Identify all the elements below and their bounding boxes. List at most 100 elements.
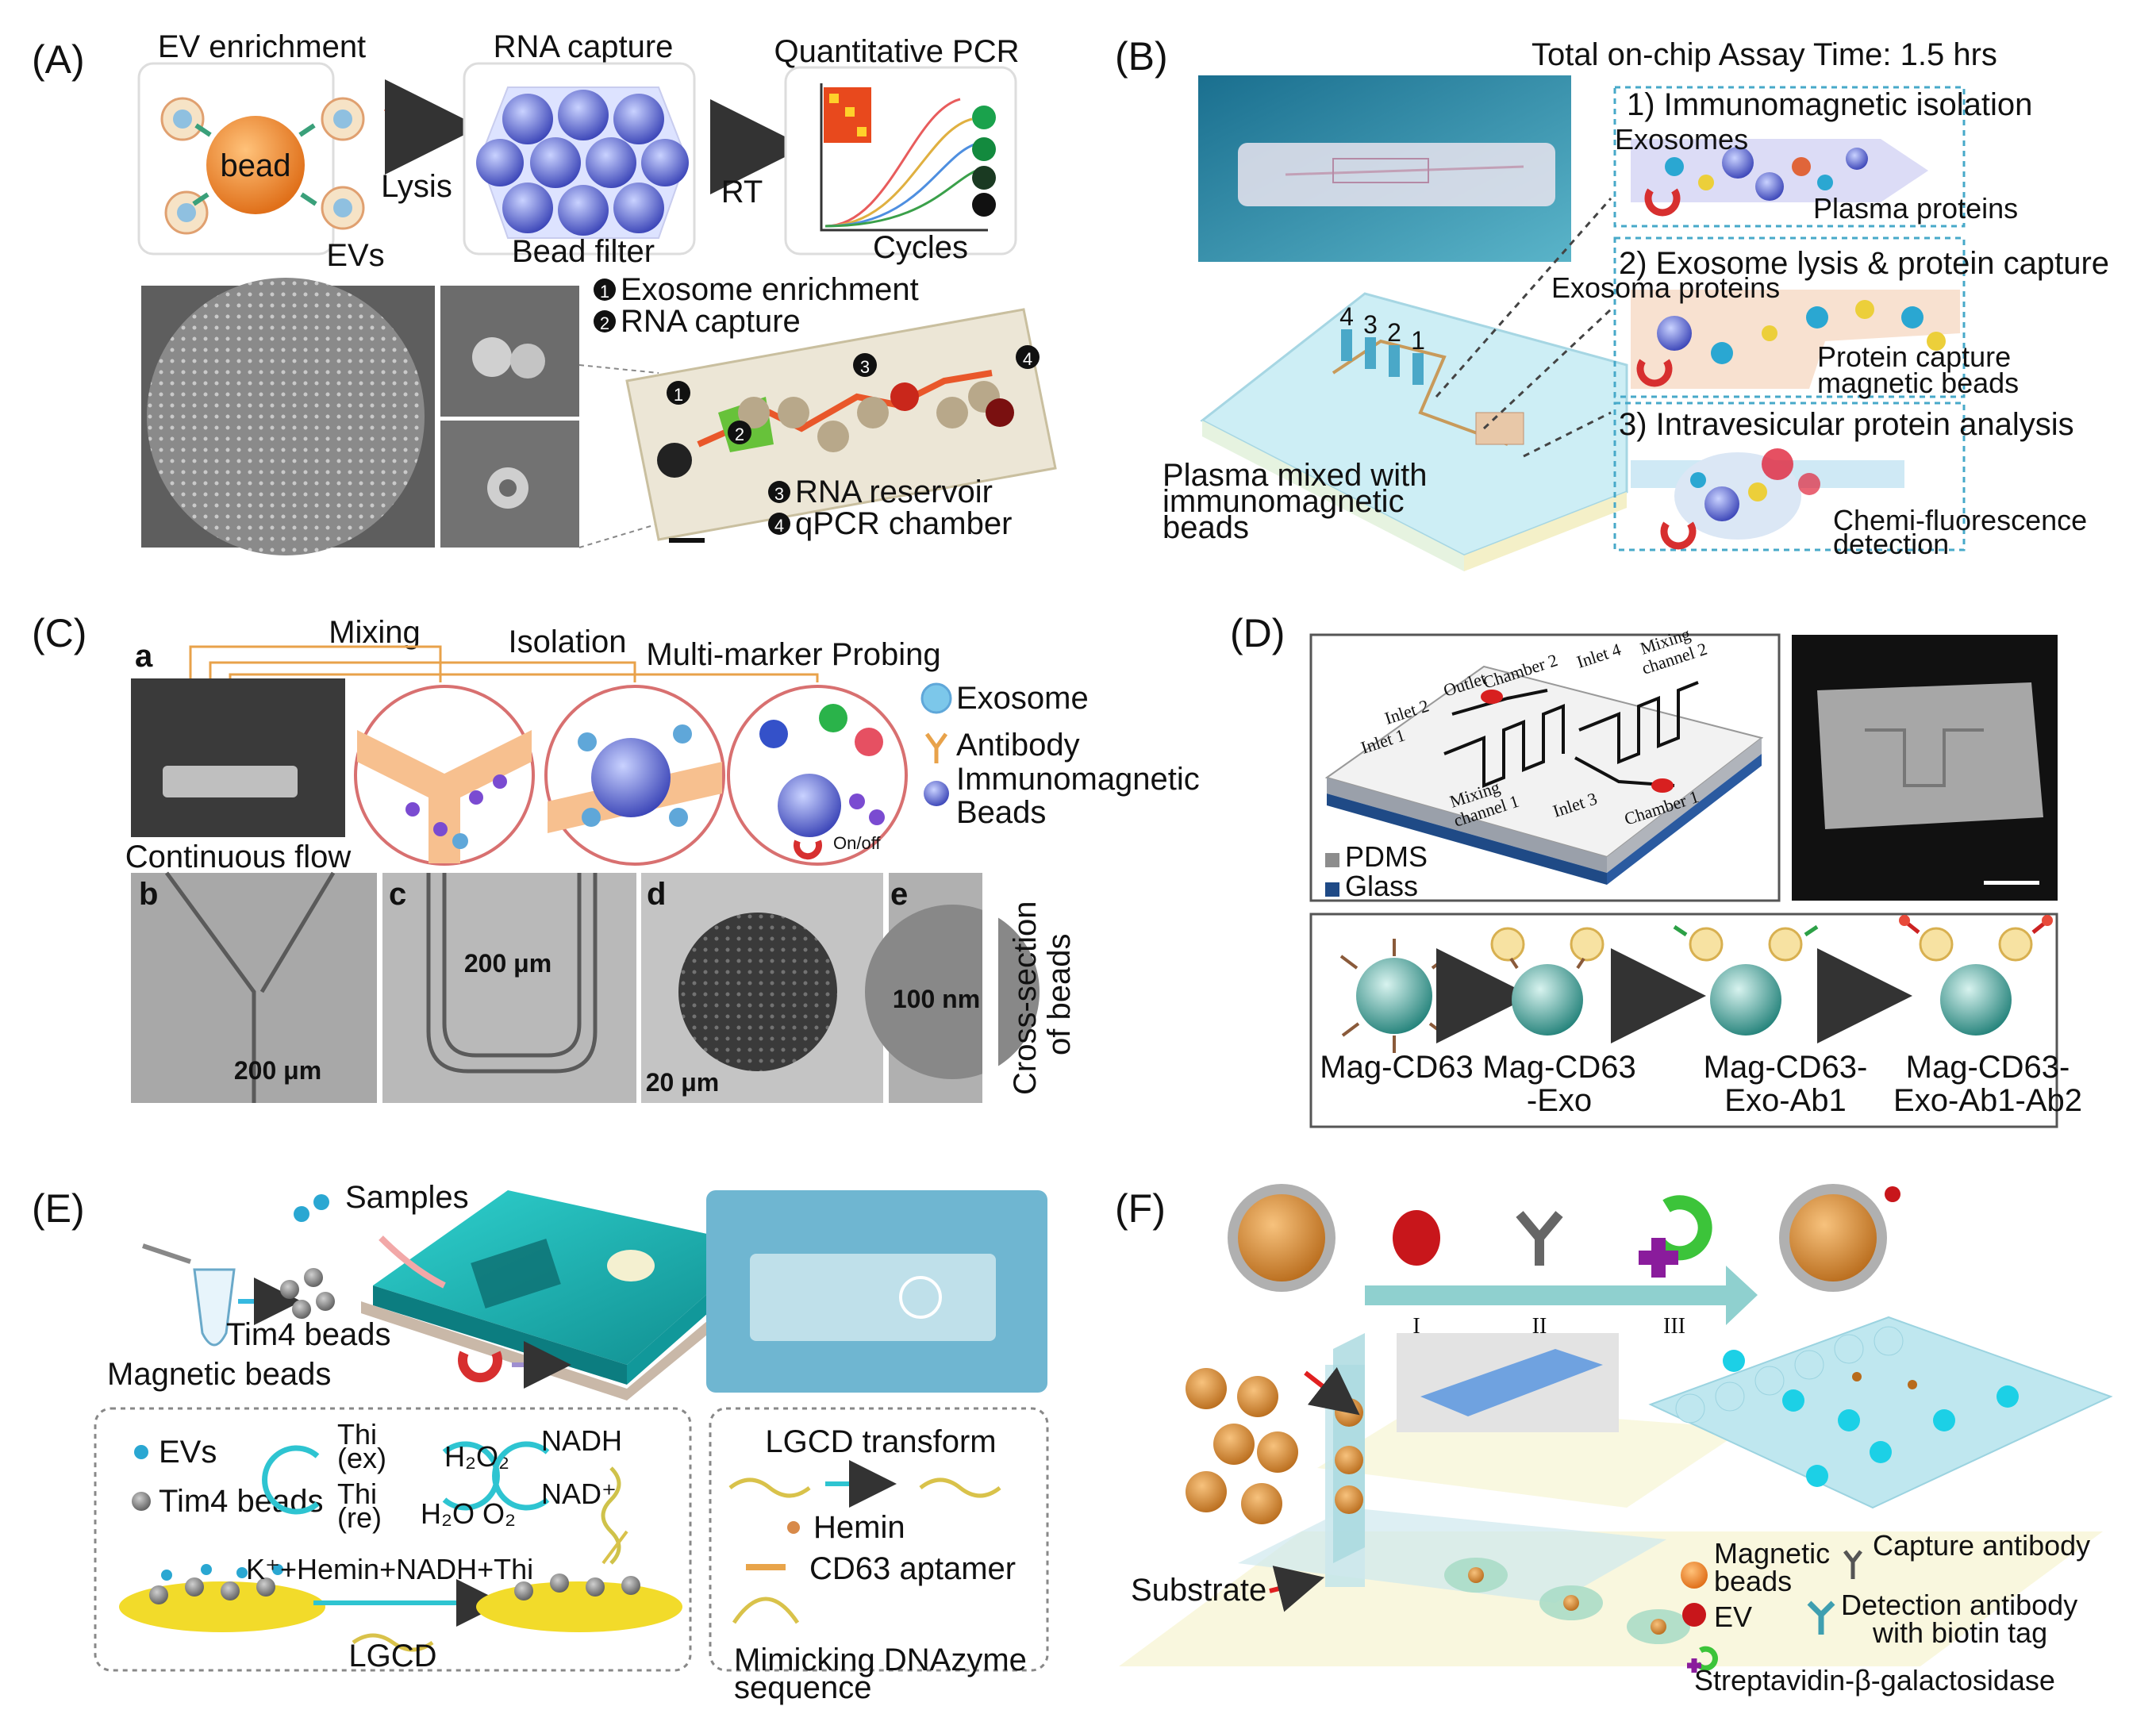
hemin-legend: Hemin — [813, 1510, 905, 1545]
d-step-3-line-2: Exo-Ab1 — [1724, 1083, 1846, 1118]
e-mechanism-box — [94, 1407, 692, 1672]
lysis-label: Lysis — [381, 169, 452, 204]
panel-b-tag: (B) — [1115, 34, 1168, 79]
pdms-legend: PDMS — [1345, 840, 1428, 873]
panel-f: (F) I II III — [1115, 1184, 2113, 1696]
step3-box — [1613, 402, 1966, 551]
immunomagnetic-legend-2: Beads — [956, 795, 1046, 830]
exo-chip-legend-2: 3 RNA reservoir 4 qPCR chamber — [768, 475, 1012, 541]
d-step-3 — [1673, 924, 1819, 1036]
detection-antibody-line-1: Detection antibody — [1841, 1589, 2077, 1621]
chemi-fluorescence-line-2: detection — [1833, 528, 1949, 560]
bead-label: bead — [221, 148, 291, 183]
panel-e: (E) Samples Tim4 beads Magnetic beads — [32, 1180, 1049, 1705]
scale-d: 20 μm — [646, 1068, 720, 1097]
continuous-flow-photo — [131, 678, 345, 837]
substrate-label: Substrate — [1131, 1573, 1266, 1608]
step1-particles — [1644, 147, 1868, 217]
legend-num-4: 4 — [774, 516, 784, 536]
lgcd-label: LGCD — [348, 1639, 436, 1673]
step1-label: 1) Immunomagnetic isolation — [1627, 87, 2032, 122]
svg-text:2: 2 — [735, 425, 744, 444]
cross-section-label-1: Cross-section — [1008, 901, 1043, 1095]
inlet-2-label: 2 — [1387, 318, 1401, 347]
panel-c: (C) a Mixing Isolation Multi-marker Prob… — [32, 611, 1200, 1103]
f-step-arrow — [1365, 1266, 1758, 1325]
panel-a: (A) EV enrichment bead EVs Lysis RNA cap… — [32, 29, 1057, 555]
detection-antibody-icon — [1516, 1211, 1563, 1266]
isolation-label: Isolation — [509, 624, 627, 659]
magnetic-beads-label: Magnetic beads — [107, 1357, 331, 1392]
sub-label-c: c — [389, 877, 406, 912]
panel-e-tag: (E) — [32, 1186, 85, 1231]
e-substrate-right — [476, 1530, 682, 1632]
step2-box — [1613, 236, 1966, 398]
protein-capture-label: Protein capture — [1817, 340, 2011, 373]
thi-re-line-1: Thi — [337, 1477, 377, 1510]
nadh-label: NADH — [541, 1424, 622, 1457]
antibody-legend: Antibody — [956, 728, 1080, 763]
thi-cycle-arrow — [262, 1445, 320, 1515]
thi-re-line-2: (re) — [337, 1501, 382, 1534]
qpcr-title: Quantitative PCR — [774, 34, 1019, 69]
plasma-mixed-line-1: Plasma mixed with — [1163, 458, 1427, 493]
scale-c: 200 μm — [464, 949, 551, 978]
scale-e: 100 nm — [893, 985, 980, 1013]
b-chip-drawing: 4 3 2 1 — [1200, 198, 1628, 571]
panel-f-tag: (F) — [1115, 1186, 1166, 1231]
f-droplet-array — [1648, 1316, 2113, 1509]
inlet-1-label: 1 — [1411, 326, 1425, 355]
exo-chip-legend: 1 Exosome enrichment 2 RNA capture — [594, 272, 919, 339]
panel-c-tag: (C) — [32, 611, 86, 655]
f-flow-droplets — [1444, 1558, 1690, 1644]
legend-num-3: 3 — [774, 484, 784, 504]
reaction-label: K⁺+Hemin+NADH+Thi — [246, 1553, 533, 1585]
detection-antibody-line-2: with biotin tag — [1872, 1616, 2047, 1649]
exosomes-label: Exosomes — [1615, 123, 1748, 156]
legend-rna-reservoir: RNA reservoir — [795, 475, 993, 509]
a-microfluidic-chip: 1 2 3 4 — [625, 308, 1057, 543]
step2-label: 2) Exosome lysis & protein capture — [1619, 246, 2109, 281]
cross-section-label-2: of beads — [1042, 934, 1077, 1055]
panel-d: (D) Outlet Chamber 2 Inlet 4 Mixing chan… — [1230, 611, 2082, 1128]
inlet-4-label: 4 — [1339, 302, 1354, 331]
d-step-2-line-1: Mag-CD63 — [1482, 1050, 1635, 1085]
chip-marker-1: 1 — [667, 381, 690, 405]
f-bead-end — [1779, 1184, 1900, 1292]
assay-time-label: Total on-chip Assay Time: 1.5 hrs — [1531, 37, 1997, 72]
immunomagnetic-legend-1: Immunomagnetic — [956, 762, 1200, 797]
inlet-3-label: 3 — [1363, 310, 1378, 339]
cd63-aptamer-legend: CD63 aptamer — [809, 1551, 1016, 1586]
lgcd-transform-label: LGCD transform — [765, 1424, 996, 1459]
ev-bead-cluster: bead — [160, 97, 365, 235]
chemi-fluorescence-line-1: Chemi-fluorescence — [1833, 504, 2087, 536]
tim4-beads-label: Tim4 beads — [226, 1317, 391, 1352]
step3-particles — [1660, 448, 1820, 550]
svg-text:4: 4 — [1023, 349, 1032, 369]
d-step-4 — [1899, 915, 2053, 1036]
bead-filter-hex — [476, 86, 689, 239]
exosome-legend: Exosome — [956, 681, 1089, 716]
d-step-4-line-2: Exo-Ab1-Ab2 — [1893, 1083, 2082, 1118]
bead-filter-label: Bead filter — [512, 234, 655, 269]
sub-label-e: e — [890, 877, 908, 912]
panel-d-tag: (D) — [1230, 611, 1285, 655]
samples-label: Samples — [345, 1180, 469, 1215]
scale-b: 200 μm — [234, 1056, 321, 1085]
legend-num-2: 2 — [600, 313, 609, 333]
plasma-mixed-line-2: immunomagnetic — [1163, 484, 1405, 519]
bead-sphere — [206, 116, 305, 214]
mimicking-line-1: Mimicking DNAzyme — [734, 1643, 1027, 1677]
magnet-icon — [458, 1351, 502, 1383]
e-substrate-left — [119, 1564, 325, 1632]
micrograph-c — [382, 873, 636, 1103]
svg-text:3: 3 — [860, 357, 870, 377]
c-legend: Exosome Antibody Immunomagnetic Beads — [920, 681, 1200, 830]
step3-label: 3) Intravesicular protein analysis — [1619, 407, 2074, 442]
step-i: I — [1412, 1314, 1420, 1339]
ev-icon — [1393, 1210, 1440, 1266]
magnetic-legend-1: Magnetic — [1714, 1537, 1830, 1570]
sub-label-a: a — [135, 639, 153, 674]
h2o-o2-label: H₂O O₂ — [421, 1497, 516, 1530]
